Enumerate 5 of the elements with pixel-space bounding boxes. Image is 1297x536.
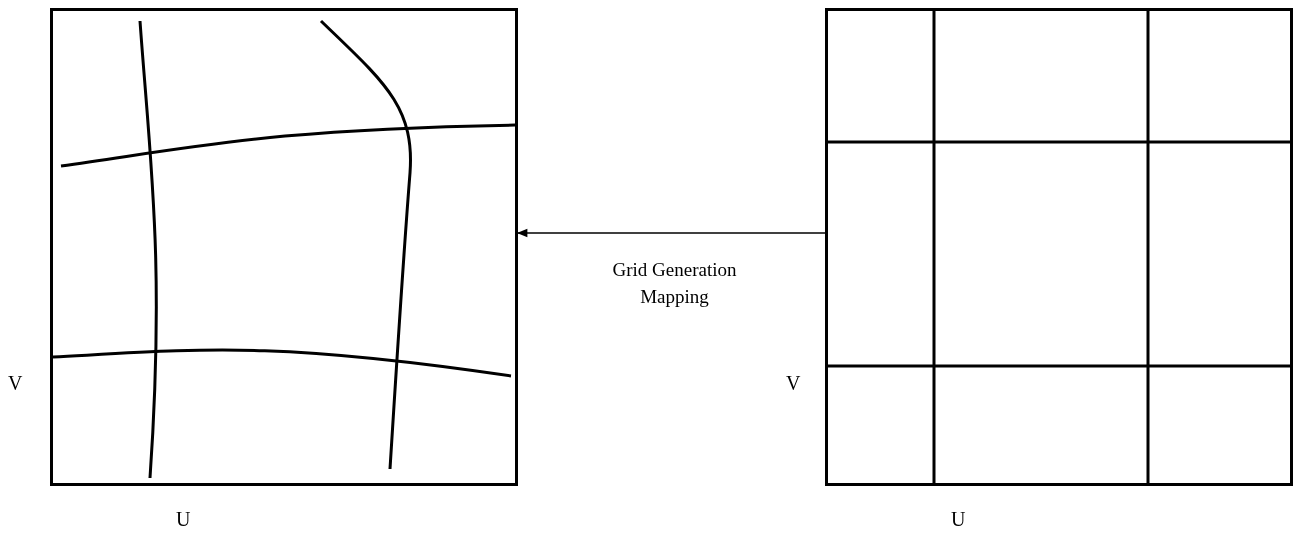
axis-label: V xyxy=(8,372,23,394)
axis-label: U xyxy=(176,508,191,530)
arrow xyxy=(516,228,826,238)
axis-label: V xyxy=(786,372,801,394)
axis-label: U xyxy=(951,508,966,530)
